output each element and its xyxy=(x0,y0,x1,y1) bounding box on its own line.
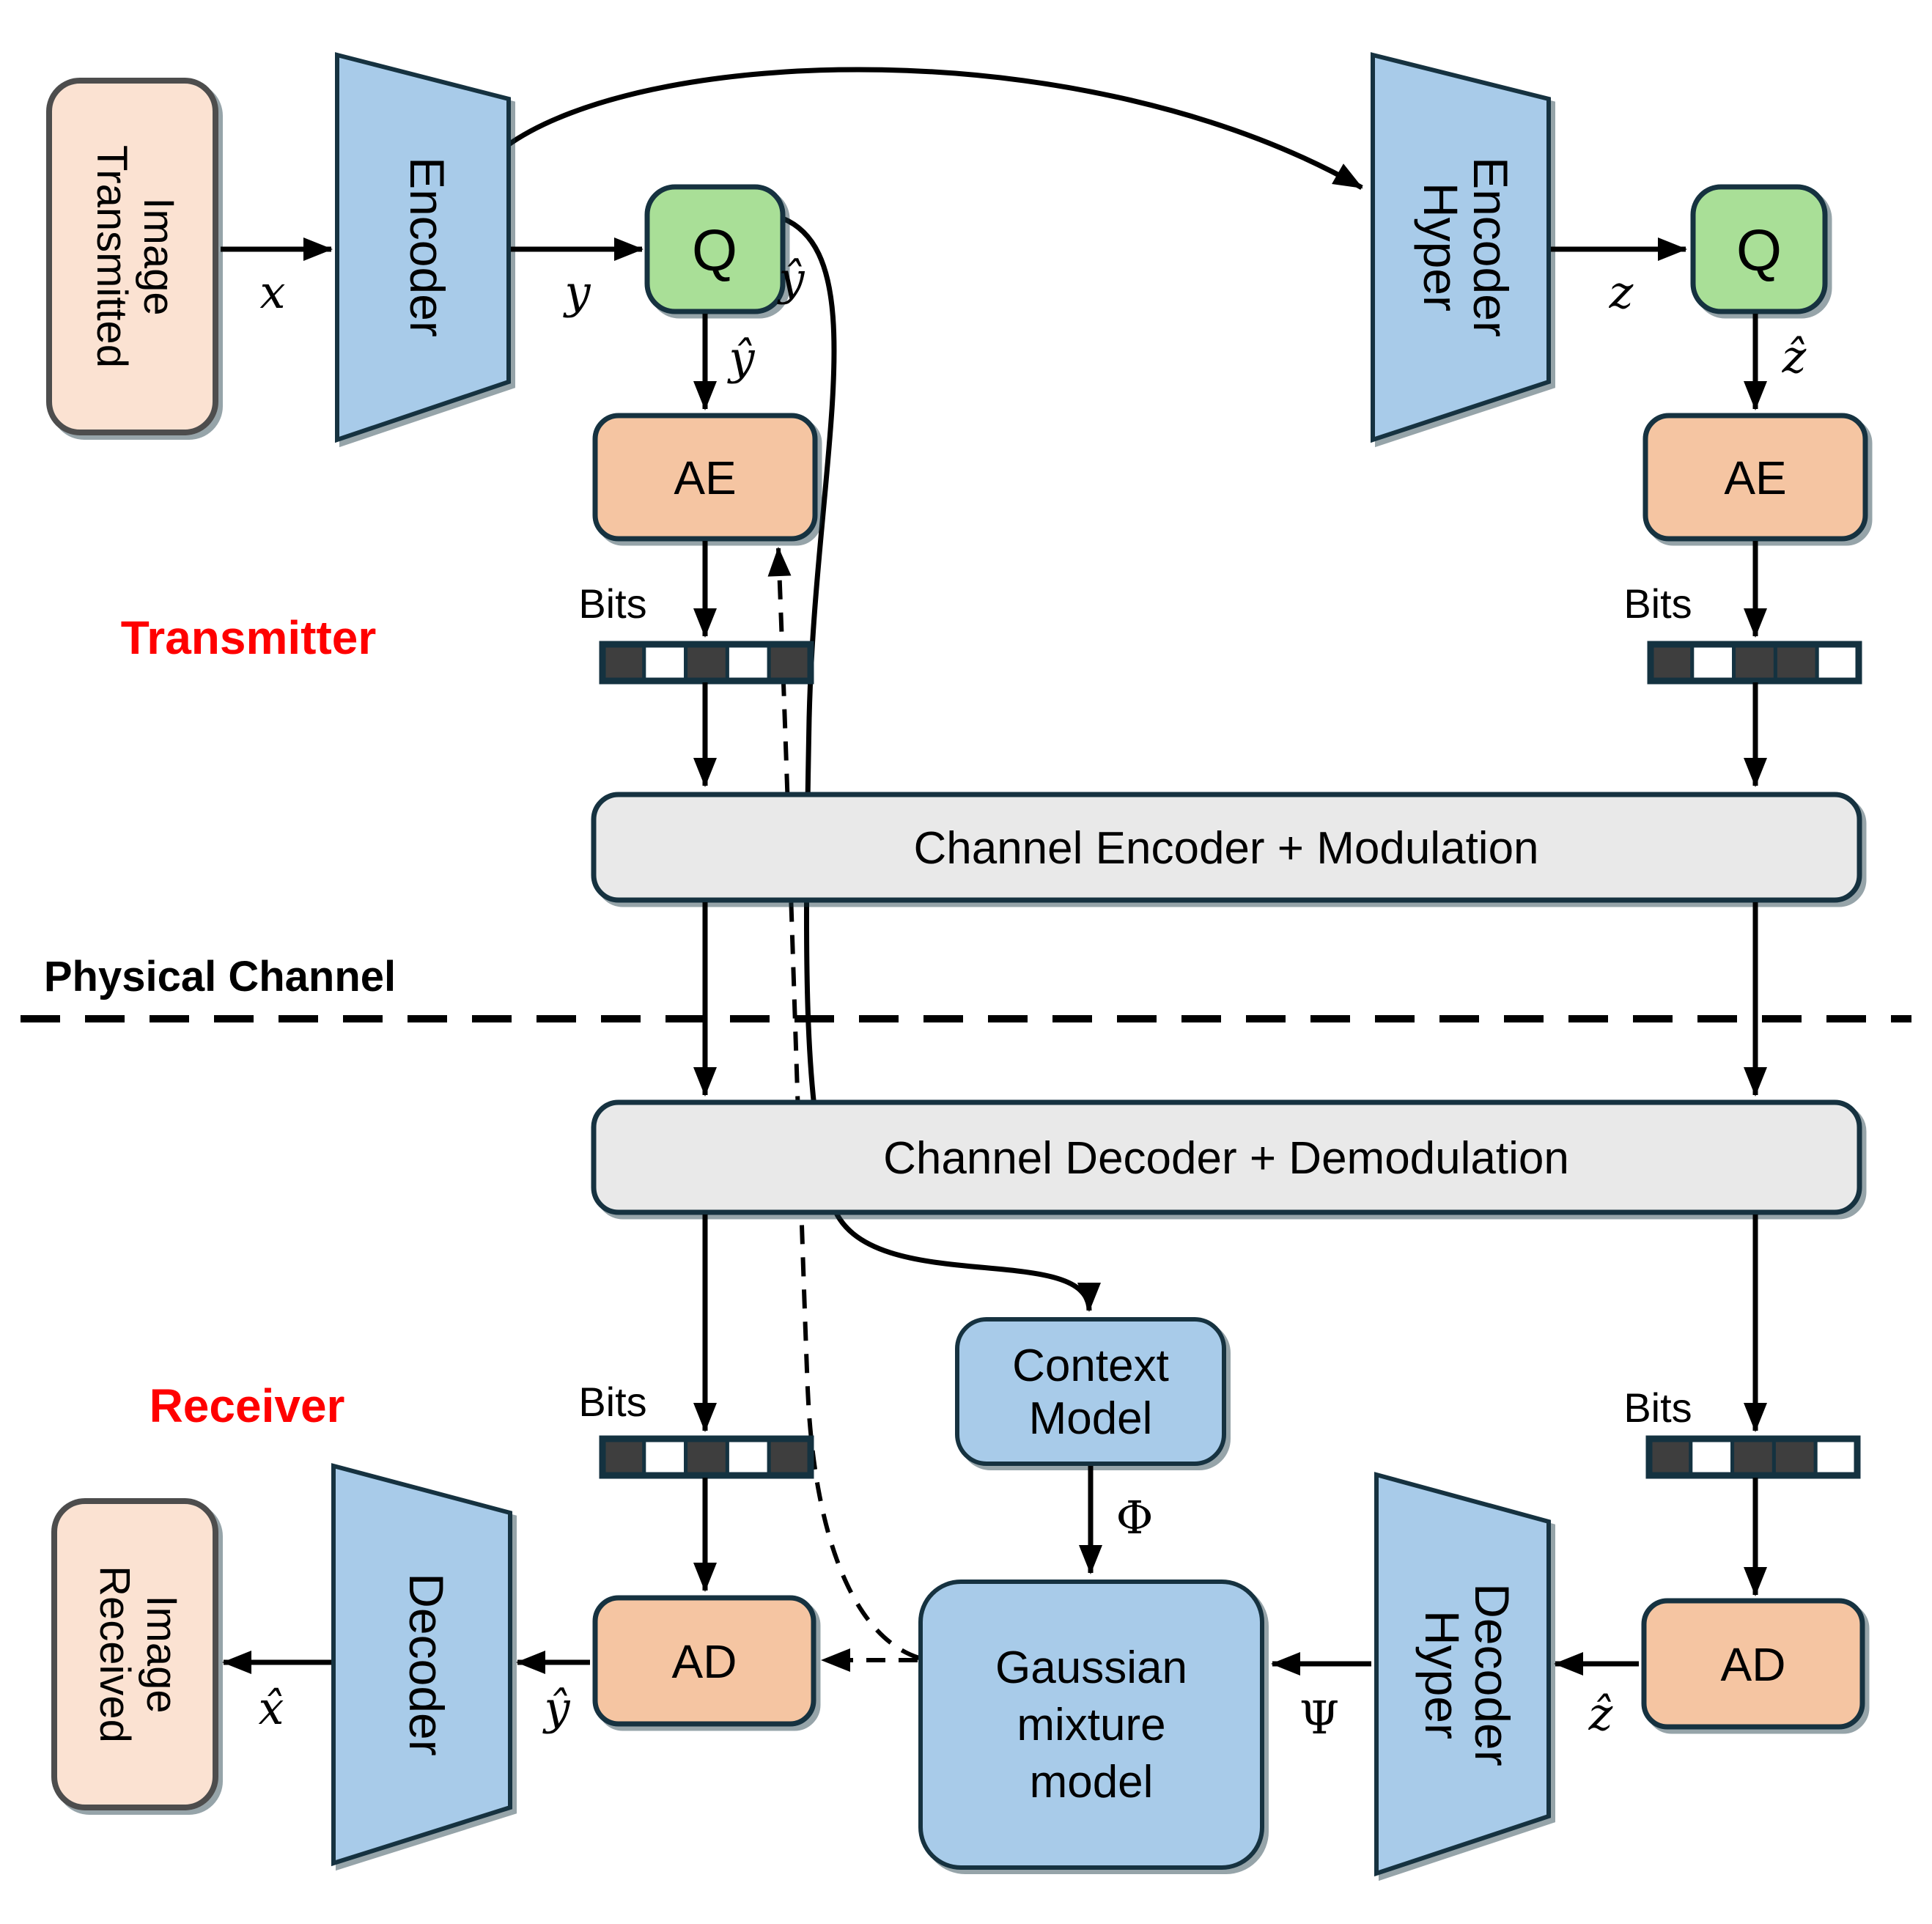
transmitter-label: Transmitter xyxy=(121,611,377,664)
labels-layer: Transmitter Receiver Physical Channel Bi… xyxy=(44,252,1807,1744)
bit-strip-outline xyxy=(1647,641,1862,685)
bits-label-rx-main: Bits xyxy=(578,1379,646,1425)
bit-strip-tx-hyper xyxy=(1647,641,1862,685)
bit-cell-one xyxy=(1773,642,1819,683)
gmm-label-line3: model xyxy=(1030,1757,1154,1807)
symbol-psi: Ψ xyxy=(1299,1691,1339,1744)
symbol-phi: Φ xyxy=(1116,1491,1154,1544)
symbol-xhat: x̂ xyxy=(259,1681,284,1735)
received-image-box xyxy=(51,1498,218,1810)
connectors-layer xyxy=(221,237,1767,1676)
hyper-encoder-label-line1: Hyper xyxy=(1414,183,1468,312)
gmm-label-line2: mixture xyxy=(1017,1700,1165,1750)
gmm-label-line1: Gaussian xyxy=(995,1643,1187,1693)
gmm-to-ae-dashed-path xyxy=(767,547,920,1660)
hyper-decoder-trapezoid xyxy=(1374,1472,1551,1877)
bit-cell-zero xyxy=(725,1437,771,1478)
arithmetic-encoder-hyper-label: AE xyxy=(1724,451,1786,504)
bits-label-tx-main: Bits xyxy=(578,580,646,627)
hyper-encoder-label-line2: Encoder xyxy=(1464,157,1518,337)
symbol-z: z xyxy=(1609,265,1634,319)
blocks-layer: Transmitted Image Encoder Q AE Hyper Enc… xyxy=(21,52,1911,1877)
received-image-label-line2: Image xyxy=(138,1595,185,1713)
symbol-yhat-down: ŷ xyxy=(726,331,755,385)
bit-cell-one xyxy=(767,642,813,683)
bit-cell-zero xyxy=(1690,642,1736,683)
long-connectors xyxy=(504,67,1363,1660)
arithmetic-encoder-main-box xyxy=(592,413,818,542)
bit-cell-one xyxy=(684,1437,729,1478)
bit-cell-one xyxy=(600,642,646,683)
gaussian-mixture-model-box xyxy=(918,1580,1264,1870)
quantizer-main-box xyxy=(644,184,786,314)
physical-channel-label: Physical Channel xyxy=(44,953,396,1000)
bit-cell-zero xyxy=(725,642,771,683)
context-model-label-line1: Context xyxy=(1012,1341,1169,1391)
bit-strip-tx-main xyxy=(599,641,814,685)
symbol-zhat-down: ẑ xyxy=(1782,330,1807,383)
hyper-encoder-trapezoid xyxy=(1371,52,1551,443)
quantizer-hyper-box xyxy=(1690,184,1828,314)
encoder-to-hyper-encoder-curve xyxy=(504,67,1363,191)
bit-strip-outline xyxy=(1645,1435,1861,1479)
arithmetic-encoder-main-label: AE xyxy=(674,451,736,504)
bit-strip-rx-hyper xyxy=(1645,1435,1861,1479)
arithmetic-encoder-hyper-box xyxy=(1642,413,1868,542)
hyper-decoder-label-line2: Decoder xyxy=(1465,1583,1519,1766)
hyper-decoder-label-line1: Hyper xyxy=(1415,1610,1470,1739)
bit-cell-one xyxy=(1648,642,1695,683)
bit-cell-zero xyxy=(1815,642,1861,683)
arithmetic-decoder-main-box xyxy=(592,1595,816,1727)
arithmetic-decoder-hyper-label: AD xyxy=(1721,1638,1786,1691)
channel-decoder-bar xyxy=(591,1099,1862,1215)
symbol-y: y xyxy=(562,265,591,319)
bit-cell-one xyxy=(600,1437,646,1478)
channel-decoder-label: Channel Decoder + Demodulation xyxy=(883,1133,1569,1184)
decoder-trapezoid xyxy=(331,1463,512,1867)
channel-encoder-label: Channel Encoder + Modulation xyxy=(913,823,1538,874)
bit-cell-one xyxy=(767,1437,813,1478)
arithmetic-decoder-hyper-box xyxy=(1641,1598,1865,1730)
bit-strip-outline xyxy=(599,641,814,685)
encoder-label: Encoder xyxy=(400,157,454,337)
symbol-yhat-curve: ŷ xyxy=(776,252,805,306)
quantizer-hyper-label: Q xyxy=(1736,218,1782,283)
bits-label-rx-hyper: Bits xyxy=(1623,1385,1692,1431)
bits-label-tx-hyper: Bits xyxy=(1623,580,1692,627)
received-image-label-line1: Received xyxy=(91,1566,139,1743)
bit-cell-zero xyxy=(1813,1437,1859,1478)
yhat-to-context-model-curve xyxy=(781,215,1101,1312)
bit-cell-zero xyxy=(1689,1437,1735,1478)
transmitted-image-label-line1: Transmitted xyxy=(88,145,136,368)
bit-cell-one xyxy=(1771,1437,1818,1478)
encoder-trapezoid xyxy=(335,52,511,443)
bit-cell-one xyxy=(1647,1437,1693,1478)
bit-strip-rx-main xyxy=(599,1435,814,1479)
quantizer-main-label: Q xyxy=(692,218,737,283)
decoder-label: Decoder xyxy=(399,1573,454,1755)
bit-cell-zero xyxy=(642,1437,688,1478)
context-model-box xyxy=(955,1317,1226,1466)
symbol-yhat-rx: ŷ xyxy=(542,1681,570,1735)
symbol-x: x xyxy=(260,265,286,319)
transmitted-image-label-line2: Image xyxy=(135,197,182,315)
receiver-label: Receiver xyxy=(150,1379,345,1432)
context-model-label-line2: Model xyxy=(1029,1393,1153,1444)
channel-encoder-bar xyxy=(591,792,1862,903)
bit-cell-zero xyxy=(642,642,688,683)
arithmetic-decoder-main-label: AD xyxy=(672,1635,737,1688)
bit-strip-outline xyxy=(599,1435,814,1479)
bit-cell-one xyxy=(1732,642,1777,683)
bit-cell-one xyxy=(1730,1437,1776,1478)
symbol-zhat-rx: ẑ xyxy=(1588,1687,1613,1741)
transmitted-image-box xyxy=(46,78,218,435)
bit-cell-one xyxy=(684,642,729,683)
